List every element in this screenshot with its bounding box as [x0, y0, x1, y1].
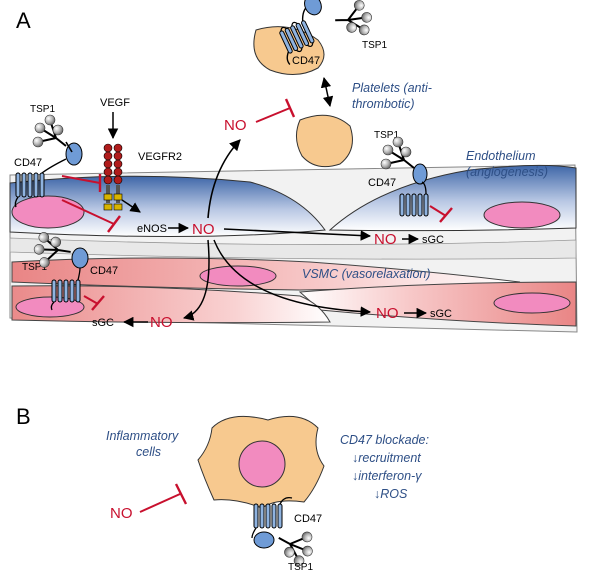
caption-platelets-line2: thrombotic): [352, 97, 415, 111]
cd47-inhibits-enos: [61, 199, 115, 225]
cd47-receptor-endo-right: [399, 181, 429, 217]
label-sgc-endo: sGC: [422, 234, 444, 246]
cd47-receptor-vsmc: [50, 267, 81, 311]
label-tsp1-endo-right: TSP1: [374, 130, 399, 141]
caption-blockade-line4: ↓ROS: [374, 487, 408, 501]
no-vsmc-right: NO: [376, 305, 399, 322]
no-inhibits-inflammatory-cell: [139, 493, 181, 513]
caption-vsmc: VSMC (vasorelaxation): [302, 267, 431, 281]
platelet-lower: [296, 114, 353, 168]
label-vegf: VEGF: [100, 97, 130, 109]
no-to-endothelium-arrow: [223, 228, 372, 241]
caption-blockade-line3: ↓interferon-γ: [352, 469, 422, 483]
nucleus: [11, 195, 85, 229]
label-sgc-vsmc-right: sGC: [430, 308, 452, 320]
cd47-inhibits-sgc-endo: [429, 205, 447, 217]
no-to-vsmc-right-arrow: [213, 239, 372, 317]
caption-inflammatory-line2: cells: [136, 445, 161, 459]
no-inflammatory: NO: [110, 505, 133, 522]
no-platelet: NO: [224, 117, 247, 134]
no-to-vsmc-left-arrow: [182, 239, 210, 321]
nucleus: [199, 265, 277, 287]
label-tsp1-platelet: TSP1: [362, 40, 387, 51]
cd47-inhibits-vegfr2: [61, 175, 101, 184]
no-endothelial: NO: [192, 221, 215, 238]
caption-platelets-line1: Platelets (anti-: [352, 81, 432, 95]
panel-letter-b: B: [16, 404, 31, 429]
endothelial-cell-left: [9, 175, 326, 238]
nucleus: [493, 292, 571, 314]
vessel-wall: [9, 164, 578, 333]
cd47-inhibits-sgc-vsmc: [83, 295, 99, 305]
nucleus: [483, 201, 561, 229]
smooth-muscle-cell-right: [298, 281, 577, 327]
label-tsp1-vsmc: TSP1: [22, 262, 47, 273]
cd47-receptor-inflammatory: [251, 496, 293, 539]
cd47-receptor-endo-left: [14, 158, 67, 208]
label-cd47-endo-right: CD47: [368, 177, 396, 189]
caption-blockade-line2: ↓recruitment: [352, 451, 421, 465]
caption-blockade-line1: CD47 blockade:: [340, 433, 429, 447]
platelet-activation-arrow: [320, 76, 334, 108]
no-platelet-inhibition: [255, 107, 291, 123]
caption-inflammatory-line1: Inflammatory: [106, 429, 179, 443]
inflammatory-cell-nucleus: [238, 440, 286, 488]
label-cd47-vsmc: CD47: [90, 265, 118, 277]
label-cd47-endo-left: CD47: [14, 157, 42, 169]
label-tsp1-inflammatory: TSP1: [288, 562, 313, 573]
panel-letter-a: A: [16, 8, 31, 33]
label-tsp1-endo-left: TSP1: [30, 104, 55, 115]
vegfr2-receptor: [103, 143, 123, 211]
label-vegfr2: VEGFR2: [138, 151, 182, 163]
no-endo-right: NO: [374, 231, 397, 248]
no-vsmc-left: NO: [150, 314, 173, 331]
label-sgc-vsmc-left: sGC: [92, 317, 114, 329]
caption-endothelium-line2: (angiogenesis): [466, 165, 548, 179]
no-to-platelet-arrow: [207, 139, 241, 219]
label-enos: eNOS: [137, 223, 167, 235]
label-cd47-platelet: CD47: [292, 55, 320, 67]
label-cd47-inflammatory: CD47: [294, 513, 322, 525]
caption-endothelium-line1: Endothelium: [466, 149, 536, 163]
